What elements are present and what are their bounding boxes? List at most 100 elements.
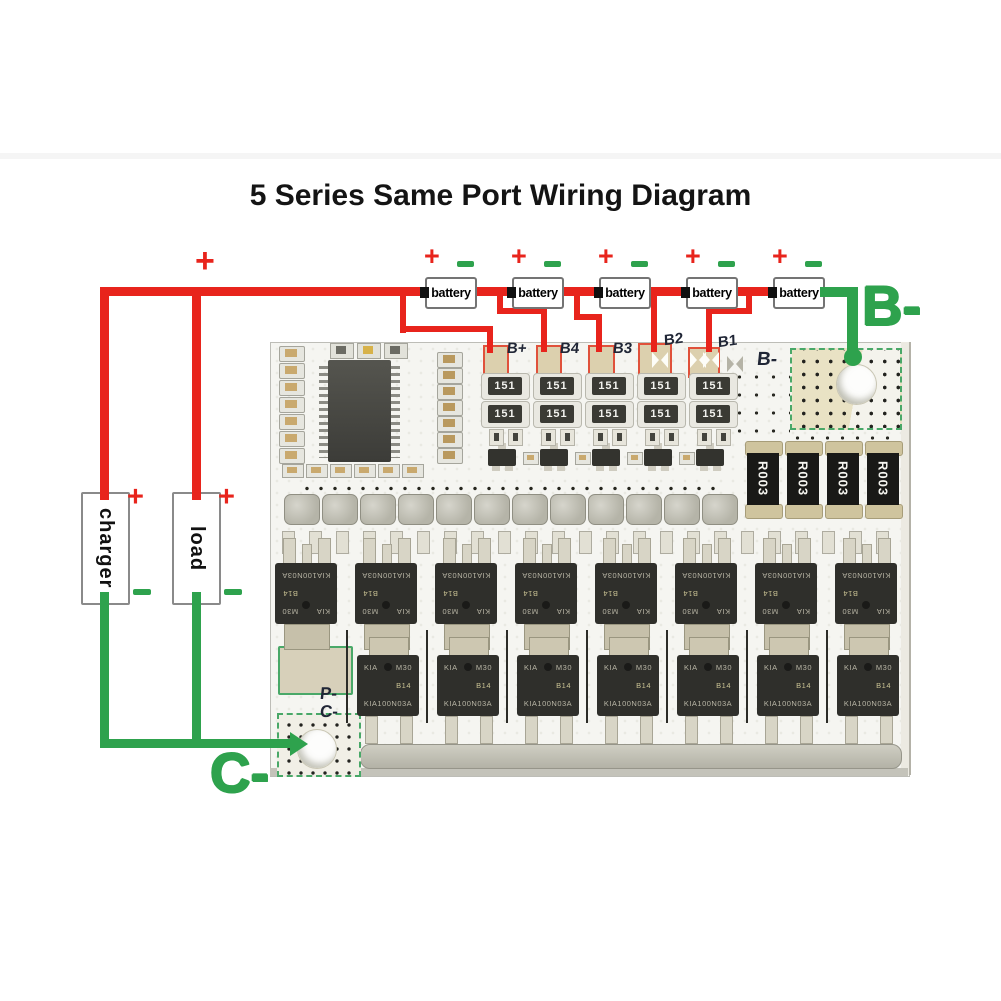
sot23-pin [654,443,662,450]
solder-pin [660,531,673,554]
smd-diode-body [669,433,674,441]
smd-resistor [279,448,305,464]
wire-red-balance [497,308,547,314]
smd-resistor [679,452,695,465]
solder-blob [664,494,700,525]
sot23-pin [700,464,708,471]
mosfet-dot [464,663,472,671]
smd-capacitor [384,343,408,359]
smd-resistor [627,452,643,465]
mosfet-lot: B14 [763,589,778,599]
mosfet-code: M30 [395,663,412,673]
mosfet-code: M30 [795,663,812,673]
pcb-slot [506,630,508,723]
minus-symbol [224,589,242,595]
mosfet-brand: KIA [844,663,858,673]
mosfet-pin [685,716,698,744]
battery-connector [681,287,690,298]
silkscreen-b2: B2 [663,329,684,350]
pcb-slot [666,630,668,723]
mosfet-dot [782,601,790,609]
solder-blob [284,494,320,525]
smd-resistor-body [527,455,534,460]
silkscreen-b-minus: B- [755,349,779,370]
smd-resistor-body [285,451,297,459]
wire-red-load [192,287,201,500]
mosfet-dot [704,663,712,671]
minus-symbol [631,261,648,267]
pcb-bottom-edge [270,768,908,776]
mosfet-brand: KIA [636,606,650,616]
sot23-pin [596,464,604,471]
b-minus-big-label: B- [862,274,922,337]
wire-green-load [192,592,201,747]
smd-resistor-body [285,400,297,408]
mosfet-dot [784,663,792,671]
battery-box-4: battery [686,277,738,309]
resistor-151: 151 [481,401,530,428]
sot23-pin [557,464,565,471]
mosfet-dot [302,601,310,609]
mosfet-lot: B14 [556,680,571,690]
smd-resistor [330,464,352,478]
mosfet-dot [864,663,872,671]
shunt-cap [825,504,863,519]
plus-symbol: + [685,241,701,271]
mosfet-part: KIA100N03A [361,571,411,581]
battery-box-5: battery [773,277,825,309]
solder-blob [398,494,434,525]
bowtie-right [661,352,668,368]
resistor-151-body: 151 [540,405,574,423]
sot23-transistor [696,449,724,466]
sot23-transistor [488,449,516,466]
mosfet-code: M30 [635,663,652,673]
mosfet-dot [384,663,392,671]
mosfet-brand: KIA [556,606,570,616]
resistor-151-body: 151 [696,405,730,423]
smd-resistor-body [443,419,455,427]
battery-connector [594,287,603,298]
smd-diode-body [702,433,707,441]
mosfet-part: KIA100N03A [843,698,893,708]
mosfet-part: KIA100N03A [683,698,733,708]
smd-resistor [354,464,376,478]
minus-symbol [718,261,735,267]
mosfet-dot [542,601,550,609]
sot23-pin [648,464,656,471]
mosfet-pin [720,716,733,744]
shunt-cap [745,504,783,519]
mosfet-part: KIA100N03A [441,571,491,581]
minus-symbol [133,589,151,595]
mosfet-brand: KIA [684,663,698,673]
smd-resistor-body [285,366,297,374]
smd-diode [541,429,556,446]
wire-red-balance [574,314,602,320]
smd-resistor-body [443,403,455,411]
solder-blob [322,494,358,525]
battery-box-1: battery [425,277,477,309]
smd-resistor-body [443,451,455,459]
sot23-pin [550,443,558,450]
smd-diode [716,429,731,446]
resistor-151-body: 151 [592,377,626,395]
solder-blob [626,494,662,525]
bowtie-pad-mark [690,352,706,368]
mosfet-brand: KIA [524,663,538,673]
plus-symbol: + [127,481,144,513]
smd-diode-body [494,433,499,441]
silkscreen-b+: B+ [506,340,528,357]
